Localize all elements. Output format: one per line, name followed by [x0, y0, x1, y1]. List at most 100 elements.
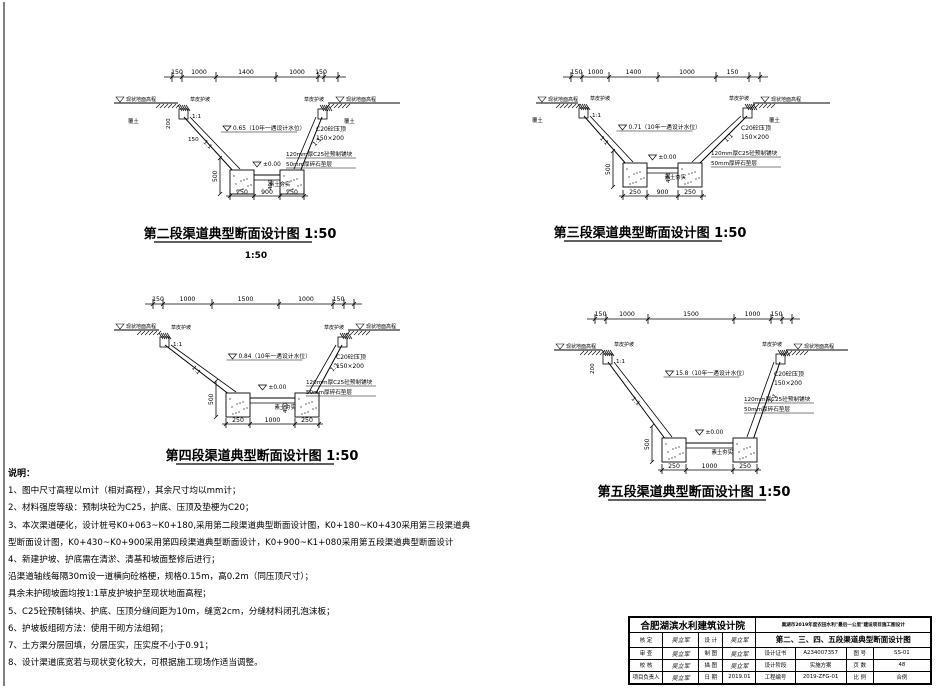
- note-line: 具余未护砌坡面均按1:1草皮护坡护至现状地面高程；: [8, 589, 211, 600]
- dim-top-value: 1400: [626, 69, 642, 76]
- note-line: 5、C25砼预制铺块、护底、压顶分缝间距为10m，缝宽2cm，分缝材料闭孔泡沫板…: [8, 606, 335, 617]
- concrete-dot: [290, 180, 292, 182]
- concrete-dot: [674, 456, 676, 458]
- design-notes: 说明： 1、图中尺寸高程以m计（相对高程），其余尺寸均以mm计； 2、材料强度等…: [8, 466, 608, 672]
- ground-hatch: [337, 103, 343, 109]
- dim-top-value: 1000: [588, 69, 604, 76]
- ground-level-left-label: 现状地面高程: [548, 96, 578, 103]
- tb-cell: 2019.01: [722, 670, 757, 685]
- cap-left: [178, 108, 189, 120]
- concrete-dot: [297, 185, 299, 187]
- dim-tick: [217, 155, 223, 161]
- tb-cell: 校 核: [628, 658, 664, 672]
- dim-top-value: 1500: [683, 311, 699, 318]
- water-level-label: 15.8（10年一遇设计水位）: [676, 369, 748, 377]
- section-subtitle: 1:50: [245, 251, 267, 261]
- ground-hatch: [167, 103, 173, 109]
- dim-tick: [610, 184, 616, 190]
- signature: 吴立军: [662, 670, 700, 685]
- lining-left-label: 草皮护坡: [171, 324, 191, 331]
- ground-hatch: [579, 350, 585, 356]
- lining-right-label: 草皮护坡: [762, 341, 782, 348]
- grass-hatch: [164, 332, 170, 340]
- water-level-label: 0.65（10年一遇设计水位）: [233, 124, 305, 132]
- concrete-dot: [746, 447, 748, 449]
- concrete-dot: [626, 168, 628, 170]
- concrete-dot: [312, 408, 314, 410]
- concrete-dot: [681, 168, 683, 170]
- dim-top-value: 1000: [289, 69, 305, 76]
- slope-left-inner: [189, 116, 241, 170]
- note-line: 2、材料强度等级：预制块砼为C25，护底、压顶及垫梗为C20；: [8, 503, 254, 514]
- note-line: 沿渠道轴线每隔30m设一道横向砼格梗，规格0.15m，高0.2m（同压顶尺寸）；: [8, 572, 314, 583]
- grass-hatch: [603, 349, 609, 357]
- ground-marker-left: [555, 343, 565, 350]
- slope-right-inner: [746, 361, 775, 438]
- grass-hatch: [585, 103, 591, 111]
- toe-block-right: [294, 392, 320, 418]
- ground-hatch: [171, 103, 177, 109]
- bottom-elevation-label: ±0.00: [659, 155, 677, 161]
- note-line: 1、图中尺寸高程以m计（相对高程），其余尺寸均以mm计；: [8, 486, 241, 497]
- inner-dim-label: 400: [283, 402, 289, 413]
- grass-hatch: [341, 332, 347, 340]
- tb-cell: 页 数: [845, 658, 874, 672]
- concrete-dot: [298, 398, 300, 400]
- slope-ratio-right: 1:1: [329, 362, 341, 374]
- grass-hatch: [339, 332, 345, 340]
- left-height-value: 200: [166, 118, 172, 129]
- bottom-elevation-label: ±0.00: [263, 162, 281, 168]
- title-block: 合肥湖滨水利建筑设计院 巢湖市2019年度农田水利"最后一公里"建设项目施工图设…: [628, 616, 932, 685]
- top-slope-label: 1:1: [173, 342, 182, 348]
- dim-tick: [610, 148, 616, 154]
- grass-hatch: [744, 103, 750, 111]
- concrete-dot: [305, 403, 307, 405]
- concrete-dot: [683, 176, 685, 178]
- dim-top-value: 150: [315, 69, 327, 76]
- water-level-label: 0.71（10年一遇设计水位）: [629, 123, 701, 131]
- grass-hatch: [607, 349, 613, 357]
- cap-label: C20砼压顶: [316, 125, 346, 133]
- soil-label: 素土夯实: [665, 173, 687, 181]
- concrete-dot: [745, 456, 747, 458]
- grass-hatch: [166, 332, 172, 340]
- ground-level-right-label: 现状地面高程: [346, 96, 376, 103]
- dim-bottom-value: 250: [236, 189, 248, 196]
- grass-hatch: [748, 103, 754, 111]
- bottom-level-marker: [694, 429, 705, 436]
- ground-marker-right: [793, 343, 803, 350]
- ground-marker-right: [355, 323, 365, 330]
- slope-left-outer: [583, 115, 628, 166]
- grass-hatch: [158, 332, 164, 340]
- grass-hatch: [319, 104, 325, 112]
- toe-block-left: [661, 437, 687, 463]
- slope-left-inner: [170, 344, 237, 393]
- ground-hatch: [329, 103, 335, 109]
- concrete-dot: [247, 185, 249, 187]
- ground-hatch: [345, 103, 351, 109]
- ground-hatch: [361, 330, 367, 336]
- concrete-dot: [301, 413, 303, 415]
- grass-hatch: [746, 103, 752, 111]
- concrete-dot: [742, 457, 744, 459]
- fill-label-right: 覆土: [344, 117, 355, 125]
- toe-block-right: [677, 162, 703, 188]
- ground-hatch: [791, 350, 797, 356]
- top-slope-label: 1:1: [192, 114, 201, 120]
- tb-cell: 设计证书: [755, 646, 796, 660]
- grass-hatch: [343, 332, 349, 340]
- concrete-dot: [300, 406, 302, 408]
- grass-hatch: [581, 103, 587, 111]
- fill-label: 覆土: [128, 117, 139, 125]
- slab-label: 120mm厚C25砼预制铺块: [744, 395, 811, 403]
- depth-value: 500: [644, 438, 651, 450]
- dim-top-value: 150: [571, 69, 583, 76]
- tb-cell: 图 号: [845, 646, 874, 660]
- top-slope-label: 1:1: [616, 359, 625, 365]
- dim-tick: [217, 191, 223, 197]
- tb-cell: 日 期: [698, 670, 724, 685]
- ground-marker-right: [760, 96, 770, 103]
- dim-bottom-value: 250: [668, 463, 680, 470]
- slope-ratio-left: 1:1: [190, 364, 202, 376]
